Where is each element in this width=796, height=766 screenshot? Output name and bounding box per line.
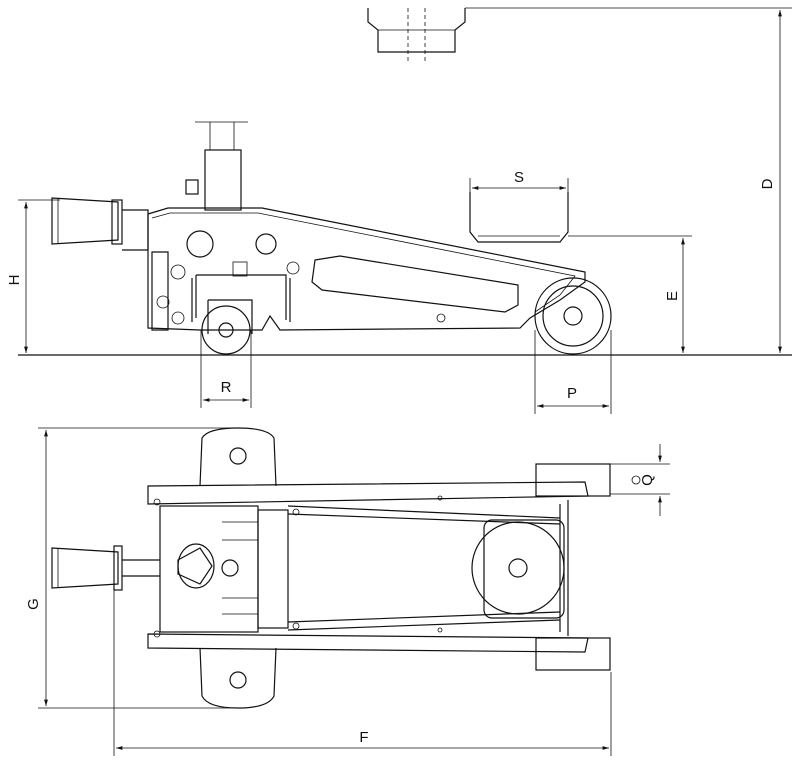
label-D: D <box>759 178 776 189</box>
label-G: G <box>25 598 42 610</box>
dimension-G: G <box>25 427 238 709</box>
dimension-R: R <box>200 330 252 408</box>
front-axle-lug-top <box>535 463 611 497</box>
jack-frame <box>147 207 586 331</box>
saddle-max-height <box>367 8 466 62</box>
handle-socket <box>51 197 149 251</box>
upper-caster-lug <box>199 427 277 487</box>
front-wheel-top <box>471 519 565 619</box>
dimension-H: H <box>6 199 60 353</box>
front-wheel <box>534 277 612 355</box>
label-Q: Q <box>639 474 656 486</box>
pump-cylinder <box>185 121 248 211</box>
dimension-Q: Q <box>610 444 670 516</box>
label-R: R <box>221 379 232 396</box>
label-F: F <box>359 729 368 746</box>
label-H: H <box>6 275 23 286</box>
dimension-D: D <box>465 7 792 353</box>
cylinder-block-top <box>222 509 289 629</box>
saddle-low <box>469 192 569 243</box>
dimension-F: F <box>113 590 612 756</box>
lower-caster-lug <box>199 647 277 709</box>
top-view: Q G F <box>25 427 670 756</box>
front-axle-lug-bottom <box>535 637 611 671</box>
dimension-S: S <box>469 169 569 192</box>
plate-bolts <box>153 495 443 638</box>
rear-caster <box>201 299 253 355</box>
label-P: P <box>567 385 577 402</box>
side-view: D H S E R <box>6 7 792 414</box>
lower-side-plate <box>147 633 589 653</box>
handle-socket-top <box>51 545 160 591</box>
dimension-E: E <box>568 235 692 353</box>
upper-side-plate <box>147 481 589 505</box>
label-S: S <box>514 169 524 186</box>
dimension-P: P <box>534 330 612 414</box>
label-E: E <box>664 291 681 301</box>
pump-body-top <box>159 505 259 633</box>
